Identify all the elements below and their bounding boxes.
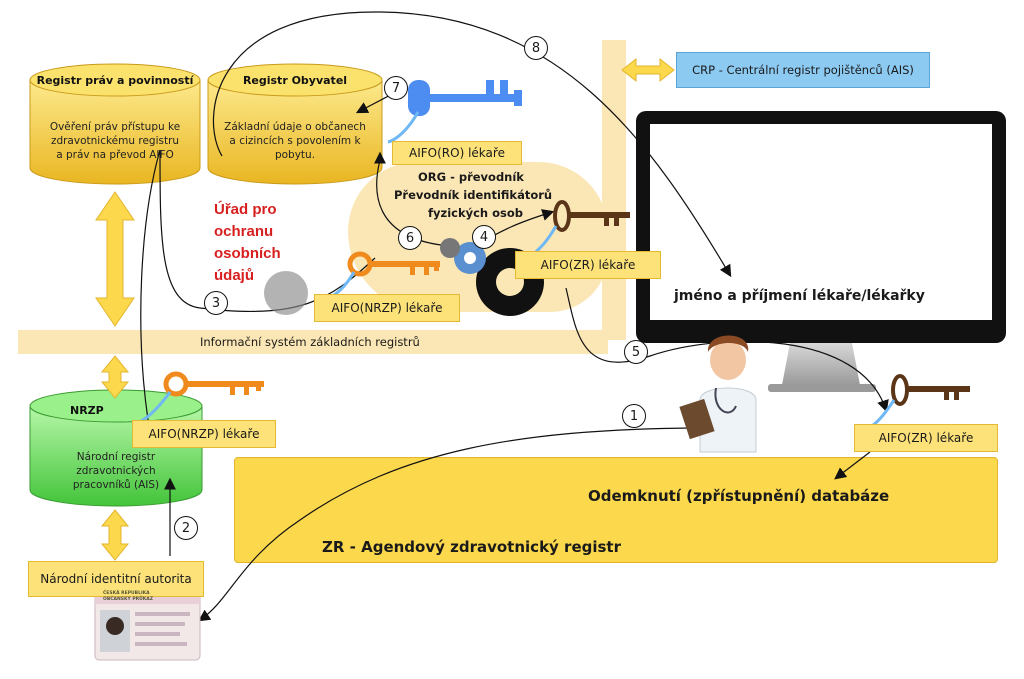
step-3: 3: [204, 291, 228, 315]
aifo-nrzp-top-label: AIFO(NRZP) lékaře: [314, 294, 460, 322]
vertical-bar: [602, 40, 626, 340]
rpp-title: Registr práv a povinností: [36, 74, 194, 87]
monitor-text: jméno a příjmení lékaře/lékařky: [674, 288, 925, 304]
uoou-seal-icon: [264, 271, 308, 315]
step-6: 6: [398, 226, 422, 250]
step-8: 8: [524, 36, 548, 60]
nrzp-text-3: pracovníků (AIS): [72, 479, 160, 491]
double-arrow-crp: [621, 57, 675, 83]
step-4: 4: [472, 225, 496, 249]
nrzp-text-1: Národní registr: [76, 451, 156, 463]
uoou-line-2: ochranu: [214, 223, 274, 240]
rpp-text-2: zdravotnickému registru: [50, 135, 180, 147]
step-2: 2: [174, 516, 198, 540]
double-arrow-isrz-nrzp: [100, 355, 130, 399]
monitor: [636, 111, 1006, 392]
org-line-1: ORG - převodník: [418, 170, 524, 184]
zr-register-box[interactable]: [234, 457, 998, 563]
aifo-nrzp-left-label: AIFO(NRZP) lékaře: [132, 420, 276, 448]
step-5: 5: [624, 340, 648, 364]
rob-cylinder[interactable]: [207, 63, 383, 185]
crp-box[interactable]: CRP - Centrální registr pojištěnců (AIS): [676, 52, 930, 88]
nrzp-title: NRZP: [70, 404, 104, 417]
key-blue-icon: [387, 80, 522, 144]
aifo-zr-right-label: AIFO(ZR) lékaře: [854, 424, 998, 452]
rob-text-3: pobytu.: [274, 149, 316, 161]
key-brown-right-icon: [871, 374, 970, 428]
aifo-zr-org-label: AIFO(ZR) lékaře: [515, 251, 661, 279]
uoou-line-4: údajů: [214, 267, 254, 284]
rob-text-1: Základní údaje o občanech: [224, 121, 366, 133]
rpp-text-1: Ověření práv přístupu ke: [49, 121, 181, 133]
nrzp-text-2: zdravotnických: [76, 465, 156, 477]
aifo-ro-label: AIFO(RO) lékaře: [392, 141, 522, 165]
double-arrow-nrzp-nia: [100, 509, 130, 561]
zr-title: ZR - Agendový zdravotnický registr: [322, 538, 621, 556]
uoou-line-3: osobních: [214, 245, 281, 262]
org-line-3: fyzických osob: [428, 206, 523, 220]
step-1: 1: [622, 404, 646, 428]
unlock-text: Odemknutí (zpřístupnění) databáze: [588, 487, 890, 505]
step-7: 7: [384, 76, 408, 100]
isrz-label: Informační systém základních registrů: [200, 335, 420, 349]
nia-label[interactable]: Národní identitní autorita: [28, 561, 204, 597]
rob-text-2: a cizincích s povolením k: [229, 135, 361, 147]
rob-title: Registr Obyvatel: [242, 74, 348, 87]
isrz-bar: [18, 330, 608, 354]
org-line-2: Převodník identifikátorů: [394, 188, 553, 202]
key-brown-org-icon: [529, 200, 630, 258]
double-arrow-rpp-isrz: [95, 191, 135, 327]
id-card-line-2: OBČANSKÝ PRŮKAZ: [103, 597, 154, 602]
rpp-text-3: a práv na převod AIFO: [56, 149, 174, 161]
uoou-line-1: Úřad pro: [214, 201, 277, 218]
doctor-icon: [679, 335, 757, 453]
id-card-image: [94, 589, 201, 661]
id-card-line-1: ČESKÁ REPUBLIKA: [103, 591, 150, 596]
